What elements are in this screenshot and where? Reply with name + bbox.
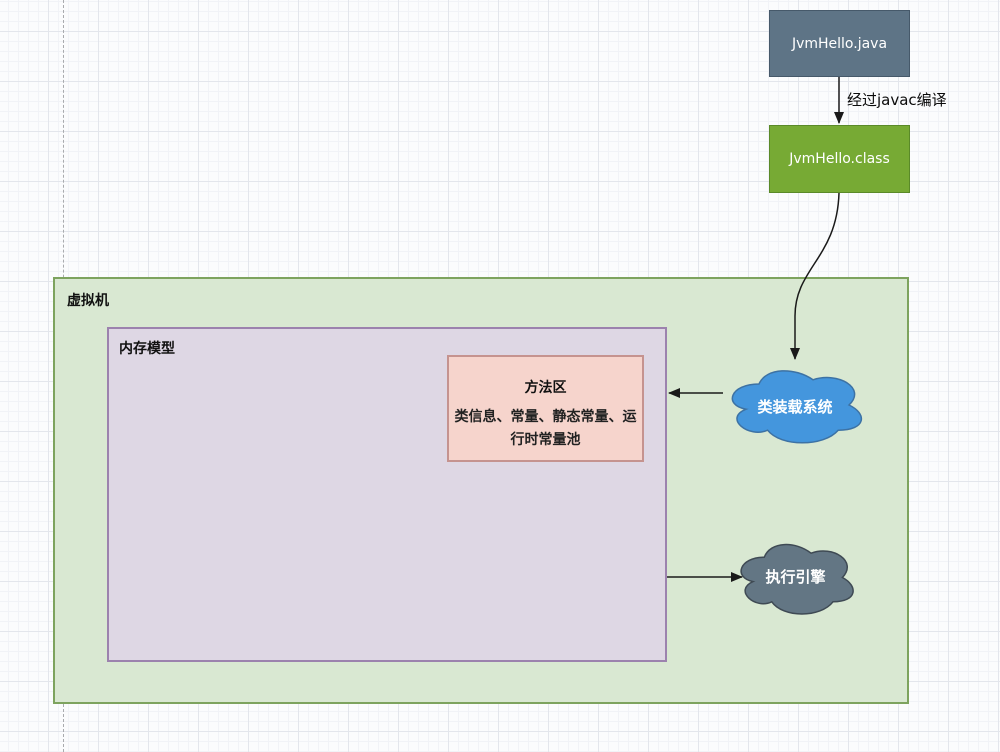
javac-compile-edge-label: 经过javac编译: [847, 91, 947, 109]
method-area-body: 类信息、常量、静态常量、运行时常量池: [454, 409, 637, 448]
jvmhello-class-label: JvmHello.class: [789, 151, 890, 167]
node-method-area[interactable]: 方法区 类信息、常量、静态常量、运行时常量池: [447, 355, 644, 462]
method-area-title: 方法区: [524, 380, 567, 396]
execution-engine-label: 执行引擎: [765, 568, 826, 586]
class-loading-system-label: 类装载系统: [757, 398, 833, 416]
memory-model-label: 内存模型: [119, 341, 175, 357]
jvmhello-java-label: JvmHello.java: [791, 35, 888, 52]
node-jvmhello-java[interactable]: JvmHello.java: [769, 10, 910, 77]
vm-container-label: 虚拟机: [67, 293, 109, 309]
node-jvmhello-class[interactable]: JvmHello.class: [769, 125, 910, 193]
